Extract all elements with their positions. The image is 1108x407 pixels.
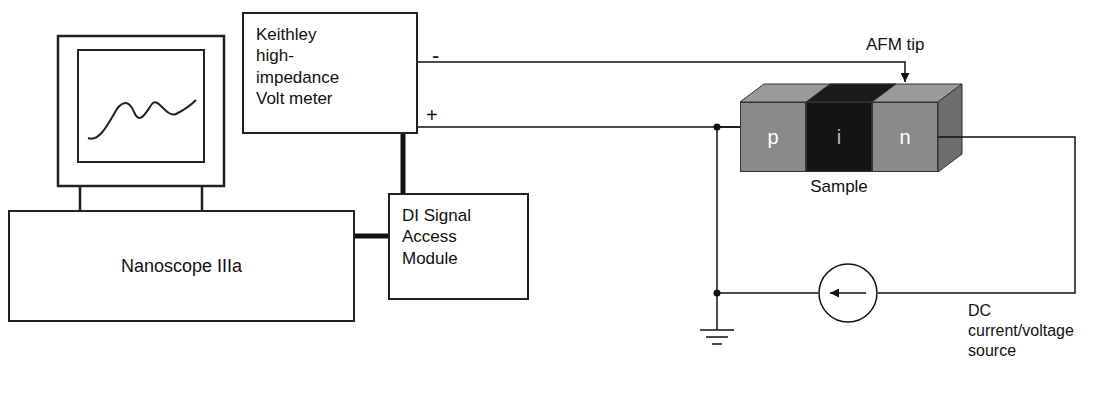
data-cable: [355, 234, 388, 239]
sample-block: Sample p i n: [740, 102, 938, 202]
semiconductor-region: p: [740, 102, 806, 172]
node-label: Nanoscope IIIa: [121, 255, 242, 278]
instrument-box: Nanoscope IIIa: [8, 210, 355, 322]
data-cable: [401, 134, 406, 193]
monitor-illustration: [58, 36, 224, 210]
region-letter: i: [837, 125, 841, 150]
node-label: Sample: [740, 176, 938, 197]
probe-label: AFM tip: [866, 36, 925, 55]
ground-symbol: [700, 293, 734, 344]
source-symbol: DC current/voltage source: [818, 263, 878, 323]
semiconductor-region: n: [872, 102, 938, 172]
polarity-sign: -: [432, 44, 439, 68]
node-label: DI Signal Access Module: [402, 205, 512, 269]
instrument-box: DI Signal Access Module: [388, 193, 529, 300]
semiconductor-region: i: [806, 102, 872, 172]
instrument-box: Keithley high- impedance Volt meter: [242, 12, 418, 134]
region-letter: n: [899, 125, 910, 150]
sample-block-3d: [740, 84, 962, 172]
node-label: Keithley high- impedance Volt meter: [256, 24, 356, 109]
node-label: DC current/voltage source: [968, 301, 1100, 361]
source-outline: [818, 263, 878, 323]
region-letter: p: [767, 125, 778, 150]
wire: [418, 126, 756, 128]
polarity-sign: +: [426, 104, 438, 126]
wire: [418, 62, 905, 82]
